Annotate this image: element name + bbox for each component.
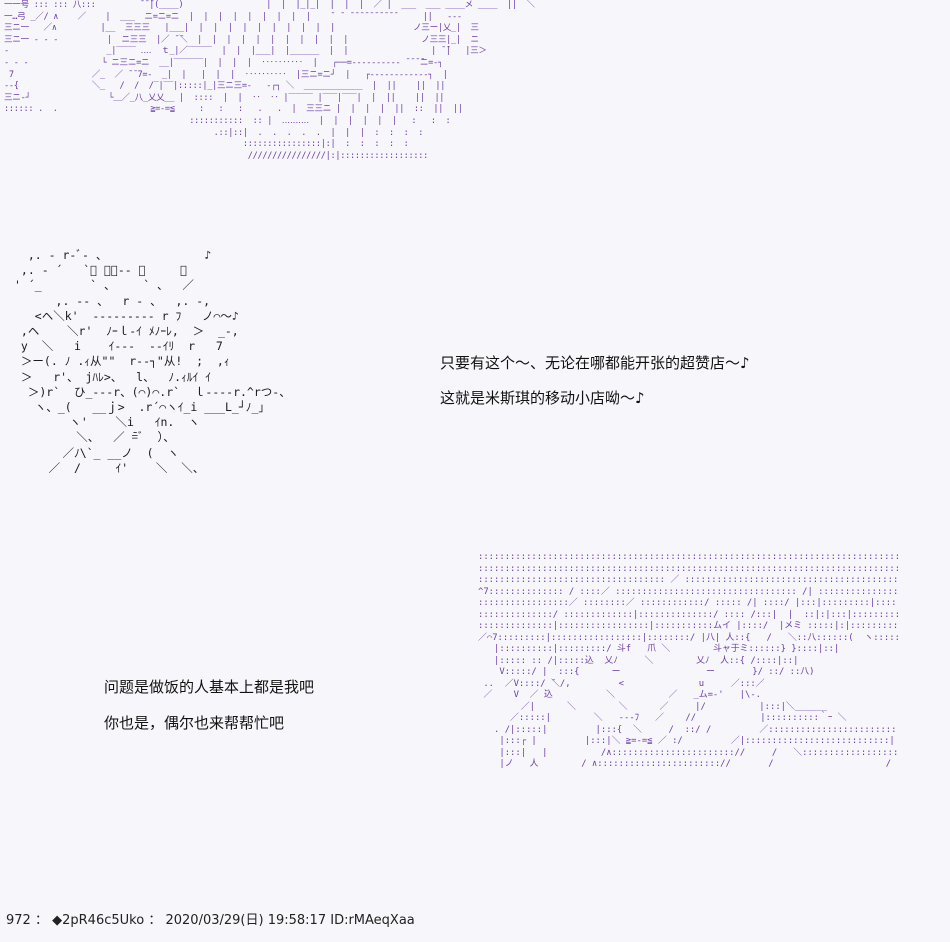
post-date: 2020/03/29(日) <box>165 913 264 928</box>
post-footer: 972 ： ◆2pR46c5Uko ： 2020/03/29(日) 19:58:… <box>6 913 415 929</box>
poster-trip: ◆2pR46c5Uko <box>52 913 145 928</box>
dialog-line-store: 只要有这个〜、无论在哪都能开张的超赞店〜♪ <box>440 354 750 372</box>
post-number-separator: ： <box>34 913 48 928</box>
girl-ascii-art: ,. ‐ r-ﾞ- 、 ♪ ,. ‐ ´ `ﾞ 、ー‐- 、 ／ ' ´_ ` … <box>14 248 291 475</box>
post-number[interactable]: 972 <box>6 913 31 928</box>
name-separator: ： <box>148 913 162 928</box>
city-ascii-art: 一一号 ::: ::: 八::: ̄ ̄ ̄|(____) | | |_|_| … <box>4 0 535 161</box>
dialog-line-mobile-shop: 这就是米斯琪的移动小店呦〜♪ <box>440 389 645 407</box>
post-time: 19:58:17 <box>267 913 327 928</box>
dialog-line-help: 你也是，偶尔也来帮帮忙吧 <box>104 714 285 732</box>
poster-id: ID:rMAeqXaa <box>330 913 415 928</box>
face-ascii-art: ::::::::::::::::::::::::::::::::::::::::… <box>478 552 898 769</box>
dialog-line-cooking: 问题是做饭的人基本上都是我吧 <box>104 678 315 696</box>
